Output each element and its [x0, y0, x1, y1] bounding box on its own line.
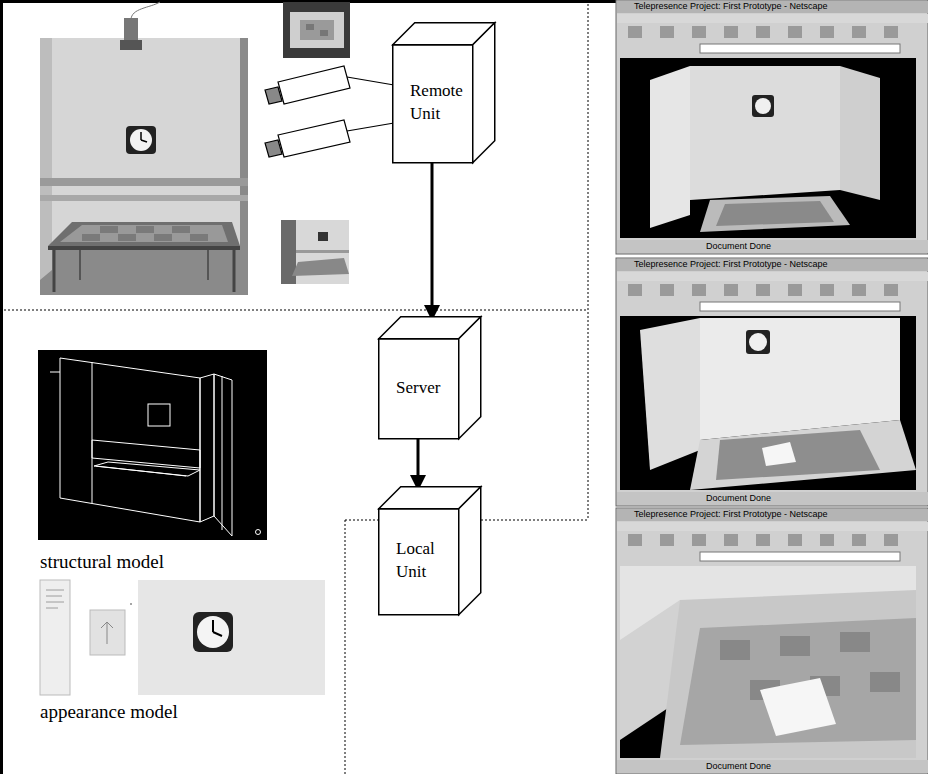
- box-face: Remote Unit: [392, 44, 472, 162]
- data-flow-arrow: [417, 438, 420, 489]
- structural-model: [38, 350, 267, 540]
- caption-label: appearance model: [40, 700, 178, 724]
- appearance-model: [40, 580, 325, 695]
- data-flow-arrow: [431, 162, 434, 319]
- browser-screenshot: [616, 508, 928, 774]
- browser-screenshot: [616, 258, 928, 506]
- window-text: Document Done: [706, 761, 771, 772]
- window-text: Telepresence Project: First Prototype - …: [634, 509, 828, 520]
- box-face: Server: [378, 338, 458, 438]
- window-text: Telepresence Project: First Prototype - …: [634, 259, 828, 270]
- unit-box: Server: [378, 316, 480, 438]
- camera-view: [281, 220, 349, 284]
- camera-symbol: [265, 66, 394, 157]
- frame: [1, 0, 616, 774]
- room-photo: [40, 2, 248, 295]
- browser-screenshot: [616, 0, 928, 254]
- unit-label: Server: [396, 377, 440, 400]
- unit-box: Local Unit: [378, 486, 480, 614]
- unit-box: Remote Unit: [392, 22, 494, 162]
- cube-outline: [378, 316, 480, 438]
- window-text: Document Done: [706, 493, 771, 504]
- unit-label: Remote Unit: [410, 80, 464, 126]
- window-text: Document Done: [706, 241, 771, 252]
- window-text: Telepresence Project: First Prototype - …: [634, 1, 828, 12]
- caption-label: structural model: [40, 550, 164, 574]
- camera-view: [283, 2, 350, 58]
- box-face: Local Unit: [378, 508, 458, 614]
- unit-label: Local Unit: [396, 538, 450, 584]
